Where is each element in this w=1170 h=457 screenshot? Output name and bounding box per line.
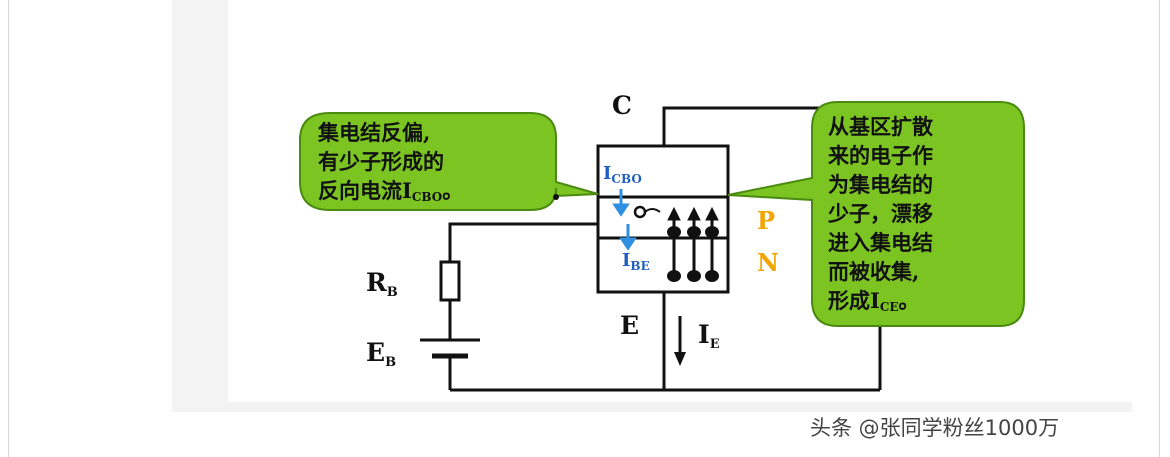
ie-current-label: IE: [698, 320, 720, 352]
left-bubble-line-2: 有少子形成的: [318, 149, 444, 174]
left-callout-bubble: [299, 112, 599, 211]
right-bubble-line-4: 少子，漂移: [828, 201, 933, 226]
ibe-arrow-head: [619, 237, 637, 251]
right-bubble-line-5: 进入集电结: [828, 230, 933, 255]
right-bubble-line-6: 而被收集,: [828, 259, 920, 284]
base-wire: [448, 222, 598, 262]
resistor-rb: [439, 260, 461, 302]
left-bubble-line-1: 集电结反偏,: [318, 120, 431, 145]
icbo-arrow-head: [612, 203, 630, 217]
ibe-current-label: IBE: [622, 250, 650, 273]
right-callout-bubble: [727, 101, 1025, 327]
watermark: 头条 @张同学粉丝1000万: [810, 416, 1060, 440]
right-bubble-text: 从基区扩散 来的电子作 为集电结的 少子，漂移 进入集电结 而被收集, 形成IC…: [828, 112, 933, 322]
right-bubble-line-2: 来的电子作: [828, 143, 933, 168]
region-p-label: P: [757, 206, 776, 235]
right-bubble-line-1: 从基区扩散: [828, 114, 933, 139]
hole-symbol: [633, 205, 647, 219]
hole-tail: [644, 208, 661, 213]
electron-flow: [667, 206, 719, 282]
current-arrows-blue: [612, 189, 637, 251]
region-n-label: N: [757, 248, 779, 277]
right-bubble-line-7: 形成ICE。: [828, 288, 920, 314]
left-bubble-text: 集电结反偏, 有少子形成的 反向电流ICBO。: [318, 118, 463, 212]
resistor-label: RB: [366, 268, 398, 300]
base-terminal-dot: [553, 194, 559, 200]
battery-label: EB: [366, 338, 397, 370]
ie-arrow: [674, 316, 686, 366]
terminal-e-label: E: [620, 311, 640, 340]
right-bubble-line-3: 为集电结的: [828, 172, 933, 197]
icbo-current-label: ICBO: [603, 163, 642, 186]
circuit-wires: [448, 106, 882, 392]
terminal-c-label: C: [612, 91, 632, 120]
transistor-body: [596, 144, 730, 294]
left-bubble-line-3: 反向电流ICBO。: [318, 178, 464, 204]
page-border: [8, 0, 1160, 457]
